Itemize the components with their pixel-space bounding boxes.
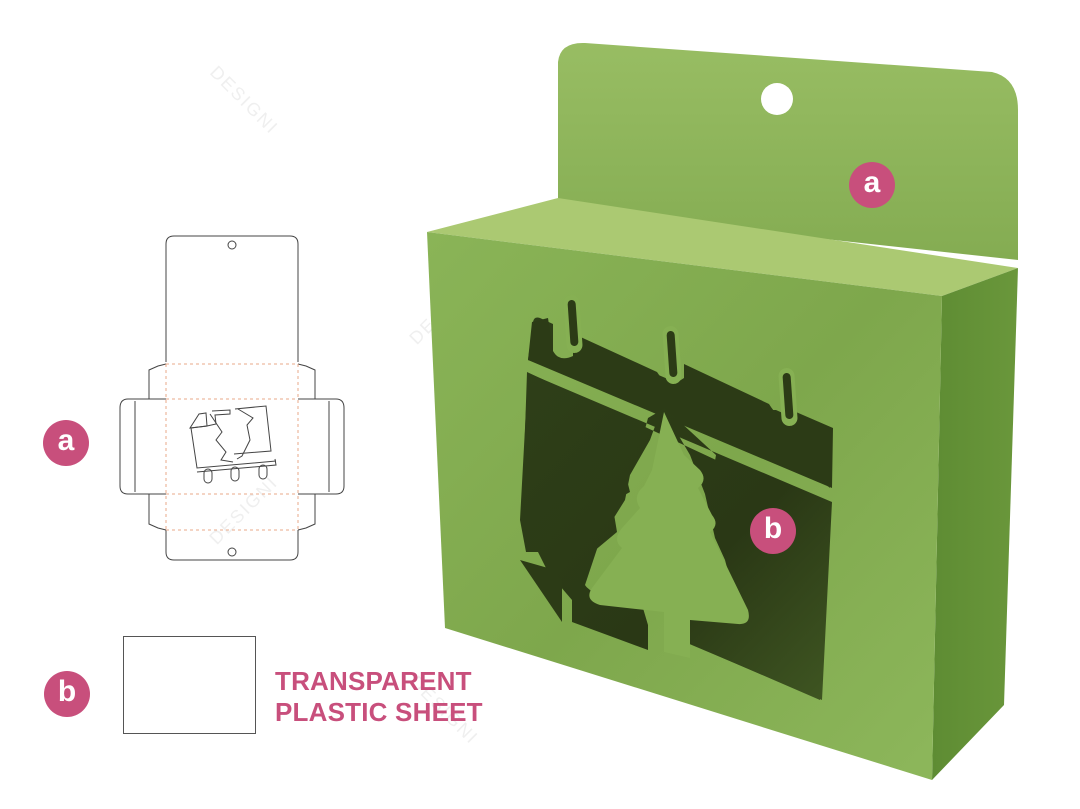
plastic-sheet-rect [123,636,256,734]
plastic-sheet-badge-b: b [44,671,90,717]
box-side-face [932,268,1018,780]
plastic-sheet-label: TRANSPARENT PLASTIC SHEET [275,666,483,728]
label-line-2: PLASTIC SHEET [275,697,483,727]
badge-letter: b [57,675,77,708]
christmas-tree-cutout [589,412,749,658]
badge-letter: a [57,424,75,457]
badge-letter: a [863,166,881,199]
box-top-face [427,198,1018,296]
box-badge-b: b [750,508,796,554]
box-badge-a: a [849,162,895,208]
badge-letter: b [763,512,783,545]
label-line-1: TRANSPARENT [275,666,472,696]
hanger-panel [558,42,1018,261]
hang-hole [761,83,793,115]
dieline-badge-a: a [43,420,89,466]
